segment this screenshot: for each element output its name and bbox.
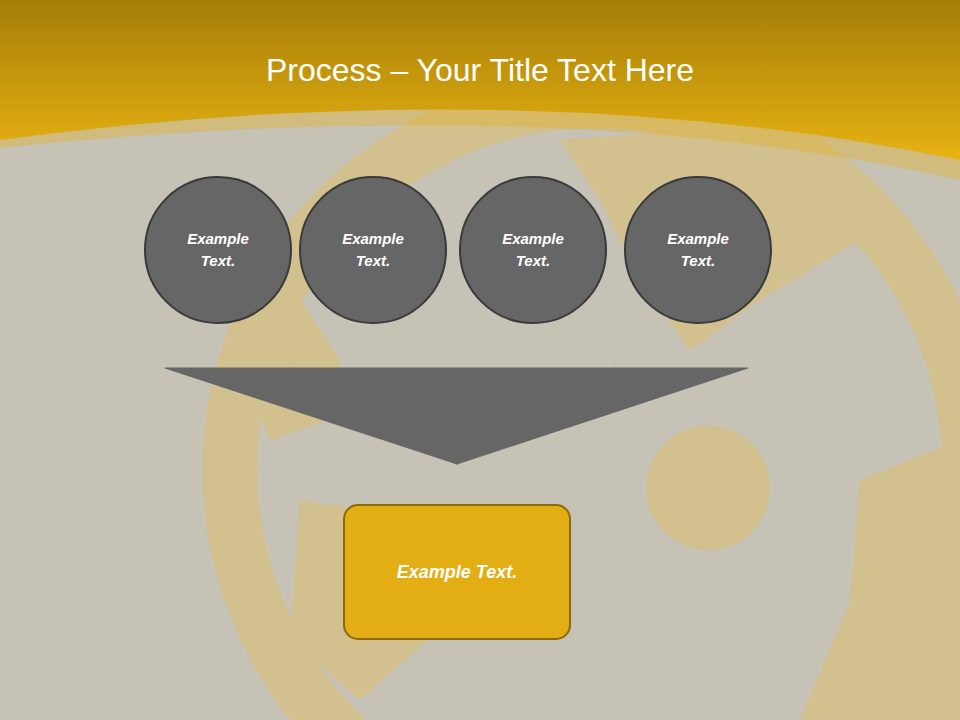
circle-outline — [299, 176, 447, 324]
header-shadow — [0, 0, 960, 180]
slide-title: Process – Your Title Text Here — [0, 52, 960, 89]
circle-outline — [624, 176, 772, 324]
process-circle: Example Text. — [299, 176, 447, 324]
funnel-arrow — [165, 368, 457, 464]
circle-outline — [459, 176, 607, 324]
node-text: Example Text. — [397, 562, 517, 583]
node-text: Example Text. — [656, 228, 740, 273]
result-box: Example Text. — [343, 504, 571, 640]
node-text: Example Text. — [176, 228, 260, 273]
process-circle: Example Text. — [144, 176, 292, 324]
funnel-arrow — [296, 368, 458, 464]
header-band — [0, 0, 960, 160]
funnel-arrow — [457, 368, 748, 464]
process-circle: Example Text. — [459, 176, 607, 324]
circle-outline — [144, 176, 292, 324]
node-text: Example Text. — [491, 228, 575, 273]
node-text: Example Text. — [331, 228, 415, 273]
process-circle: Example Text. — [624, 176, 772, 324]
